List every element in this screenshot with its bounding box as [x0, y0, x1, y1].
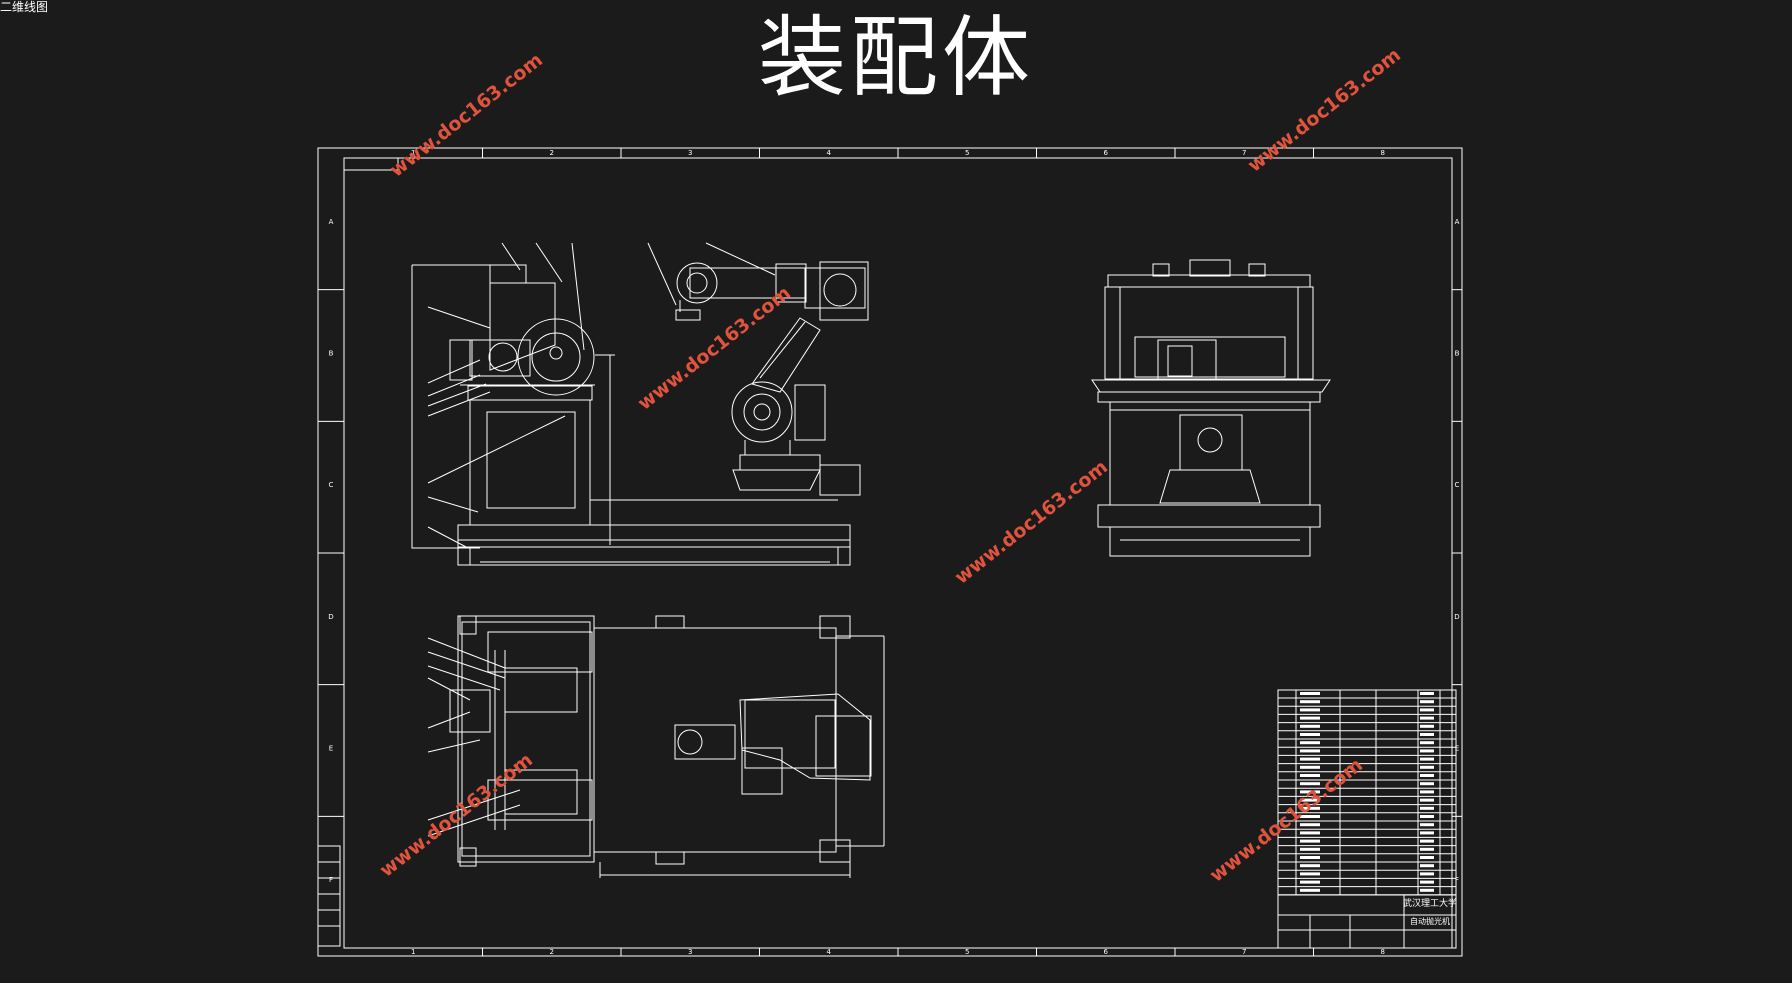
column-number-bottom: 4 — [827, 948, 832, 956]
column-number-top: 3 — [688, 149, 692, 157]
column-number-top: 7 — [1242, 149, 1246, 157]
watermark-text: www.doc163.com — [386, 49, 547, 182]
row-letter-left: D — [328, 613, 333, 621]
row-letter-left: C — [329, 481, 334, 489]
column-number-bottom: 7 — [1242, 948, 1246, 956]
revision-strip — [317, 157, 399, 947]
column-number-bottom: 2 — [550, 948, 554, 956]
column-number-bottom: 1 — [411, 948, 415, 956]
row-letter-left: A — [329, 218, 334, 226]
school-name: 武汉理工大学 — [1403, 897, 1457, 909]
front-elevation-view — [411, 242, 869, 566]
column-number-top: 1 — [411, 149, 415, 157]
row-letter-right: D — [1454, 613, 1459, 621]
row-letter-right: A — [1455, 218, 1460, 226]
column-number-top: 5 — [965, 149, 969, 157]
column-number-top: 4 — [827, 149, 832, 157]
watermark-text: www.doc163.com — [634, 282, 795, 415]
corner-label: 二维线图 — [0, 0, 49, 14]
column-number-bottom: 6 — [1104, 948, 1109, 956]
column-number-bottom: 3 — [688, 948, 692, 956]
drawing-name: 自动抛光机 — [1410, 916, 1450, 926]
row-letter-right: E — [1455, 745, 1459, 753]
column-number-bottom: 5 — [965, 948, 969, 956]
watermark-text: www.doc163.com — [951, 456, 1112, 589]
column-number-bottom: 8 — [1381, 948, 1385, 956]
title-block — [1277, 689, 1457, 949]
column-number-top: 8 — [1381, 149, 1385, 157]
zone-ticks — [318, 148, 1462, 956]
row-letter-left: E — [329, 745, 333, 753]
watermarks: www.doc163.com www.doc163.com www.doc163.c… — [376, 44, 1405, 887]
drawing-title: 装配体 — [757, 6, 1034, 109]
column-number-top: 6 — [1104, 149, 1109, 157]
row-letter-right: B — [1455, 350, 1460, 358]
parts-list-rows — [1278, 692, 1456, 896]
row-letter-left: B — [329, 350, 334, 358]
row-letter-right: F — [1455, 876, 1459, 884]
row-letter-left: F — [329, 876, 333, 884]
drawing-frame — [317, 147, 1463, 957]
row-letter-right: C — [1455, 481, 1460, 489]
side-elevation-view — [1091, 259, 1331, 557]
watermark-text: www.doc163.com — [1206, 754, 1367, 887]
plan-view — [427, 615, 885, 878]
column-number-top: 2 — [550, 149, 554, 157]
